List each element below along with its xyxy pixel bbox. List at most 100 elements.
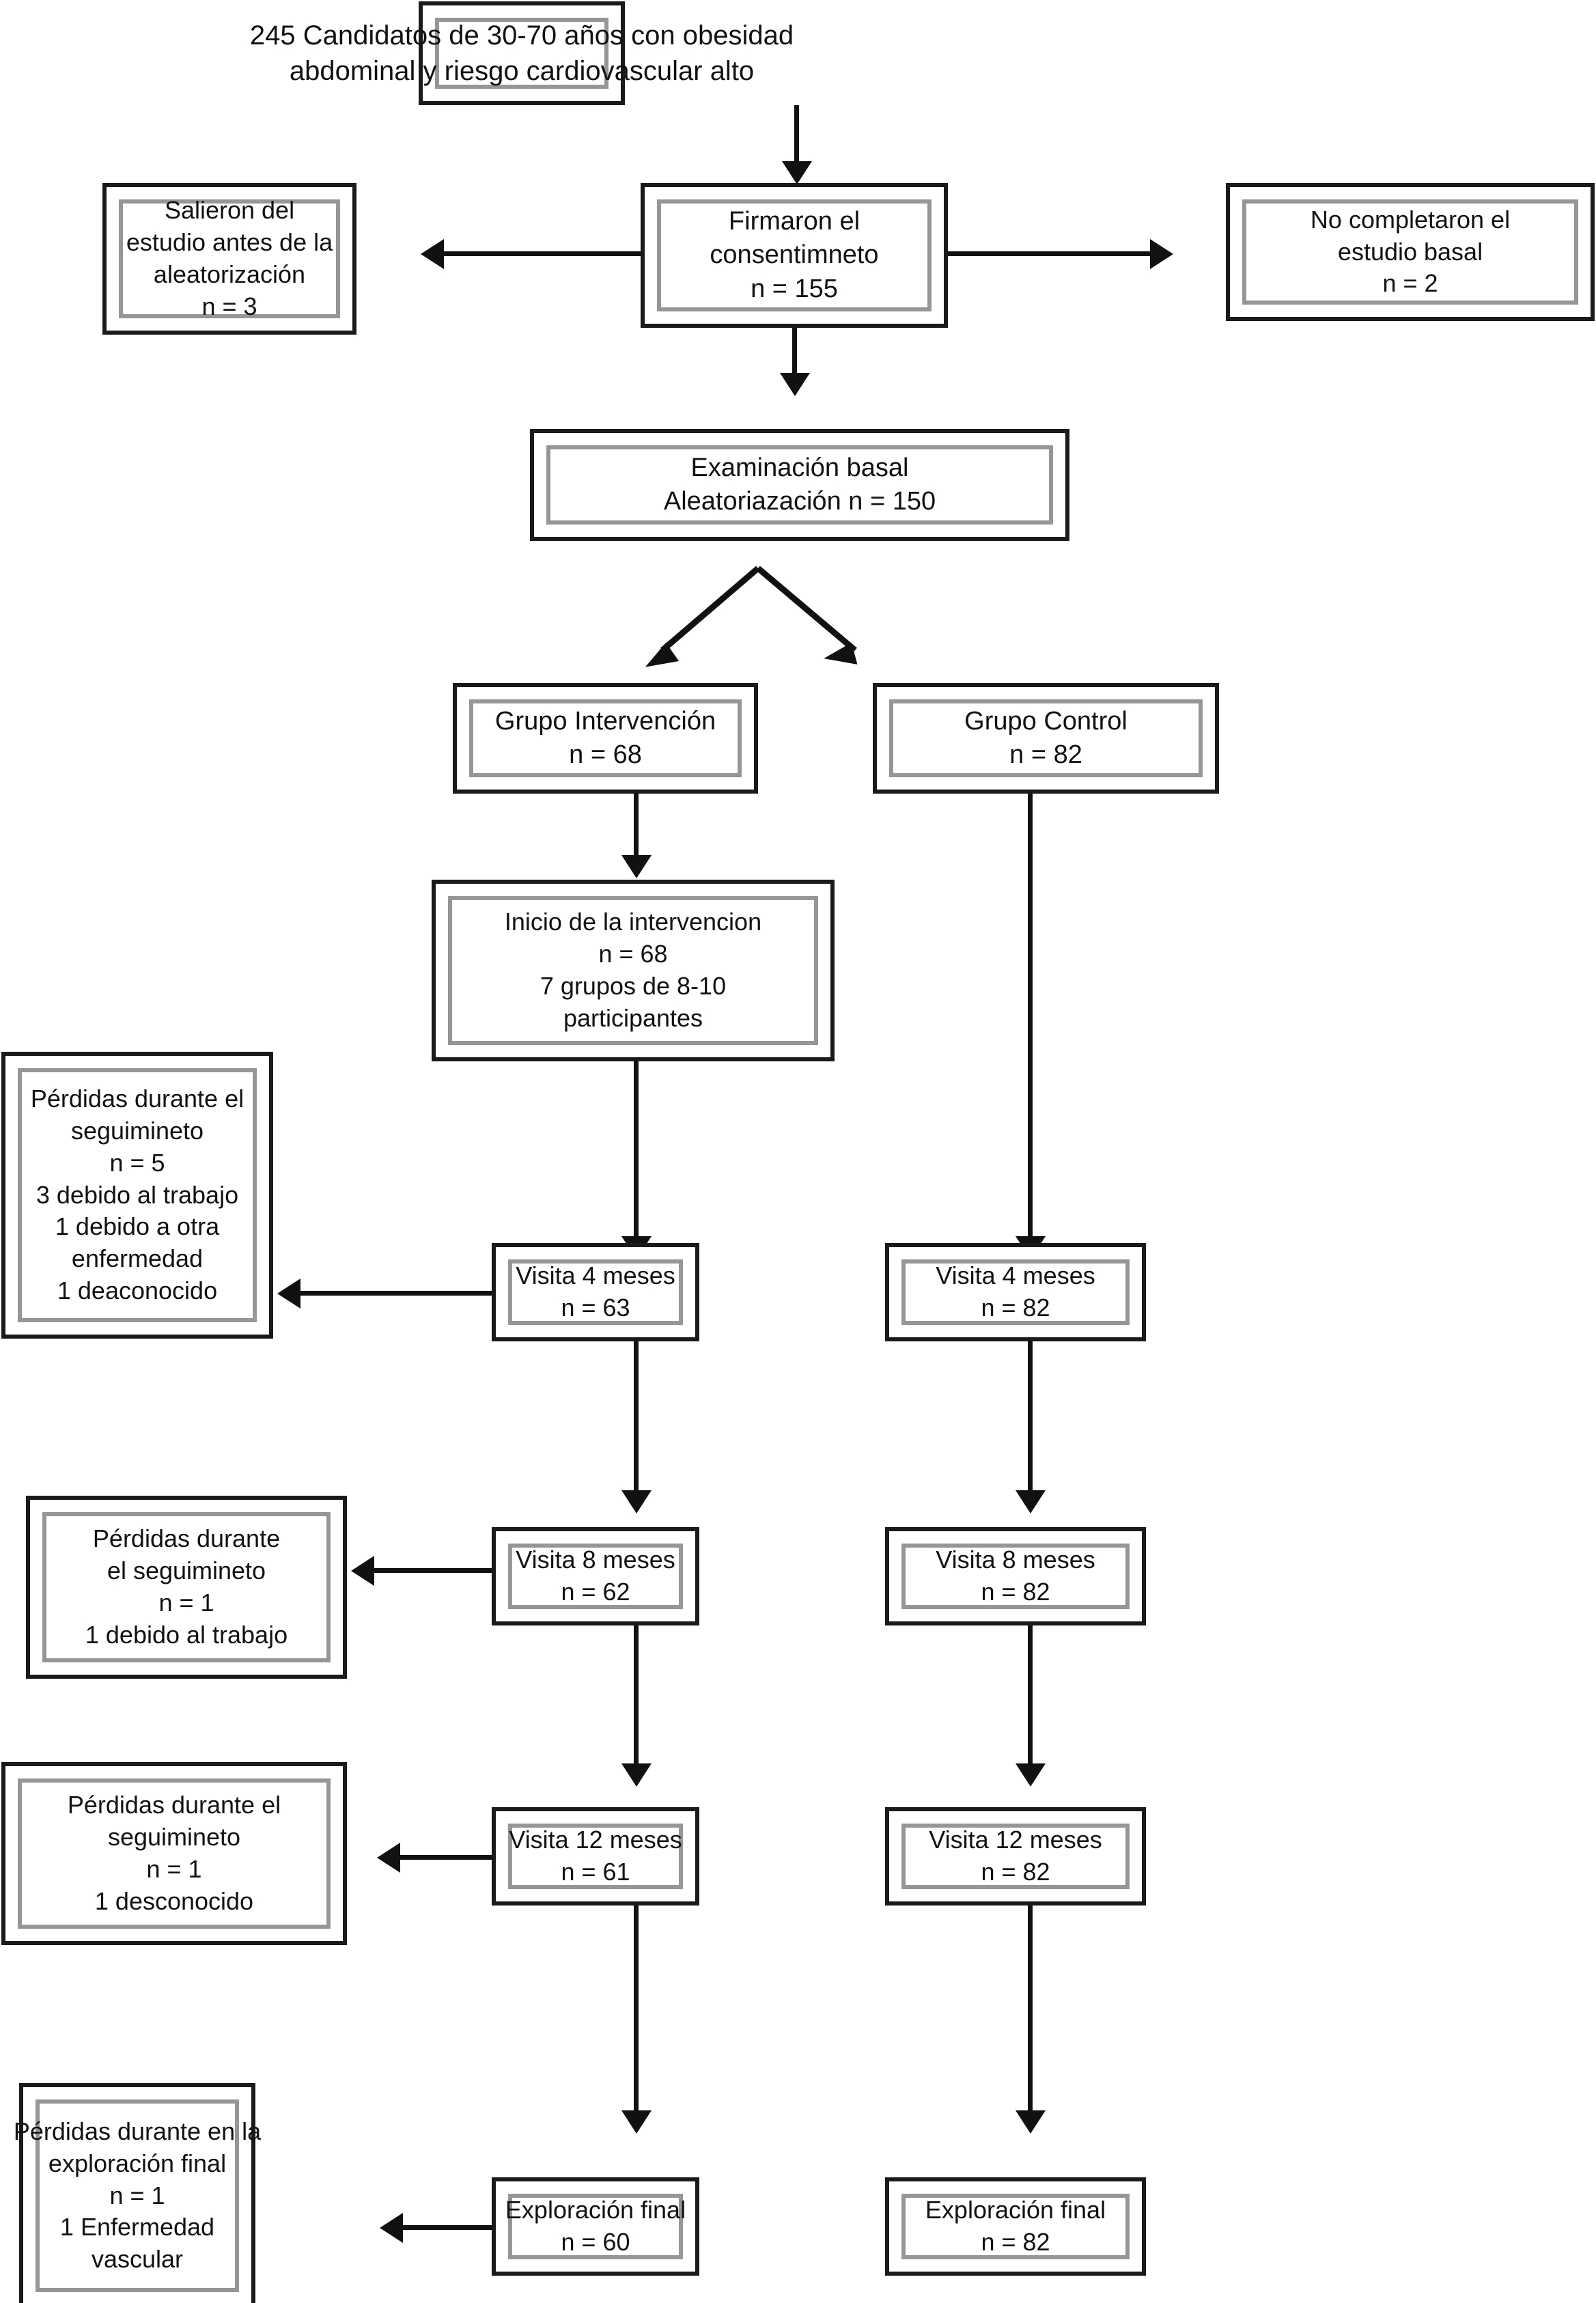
node-visit-8m-intervention: Visita 8 meses n = 62	[492, 1527, 699, 1625]
node-loss-followup-4m-line-0: Pérdidas durante el	[30, 1085, 244, 1113]
node-intervention-start-line-0: Inicio de la intervencion	[504, 908, 762, 936]
node-final-exam-intervention-inner: Exploración final n = 60	[505, 2194, 686, 2259]
node-loss-followup-12m-line-1: seguimineto	[107, 1823, 241, 1852]
arrowhead-visit8-to-loss8m	[351, 1556, 374, 1586]
node-final-exam-control-line-0: Exploración final	[925, 2196, 1106, 2224]
connector-baseline-split	[645, 566, 858, 667]
node-final-exam-intervention: Exploración final n = 60	[492, 2177, 699, 2276]
node-right-no-baseline-line-2: n = 2	[1382, 269, 1438, 298]
node-screened-line-0: 245 Candidatos de 30-70 años con obesida…	[249, 20, 794, 51]
node-loss-followup-4m-line-1: seguimineto	[70, 1117, 204, 1145]
node-right-no-baseline: No completaron el estudio basal n = 2	[1226, 183, 1595, 321]
node-visit-12m-intervention-inner: Visita 12 meses n = 61	[508, 1824, 683, 1889]
node-visit-12m-intervention-line-0: Visita 12 meses	[509, 1826, 682, 1854]
node-right-no-baseline-line-1: estudio basal	[1337, 237, 1483, 266]
node-baseline-exam-inner: Examinación basal Aleatoriazación n = 15…	[546, 445, 1053, 525]
node-loss-final-exam-line-1: exploración final	[48, 2149, 227, 2177]
node-loss-followup-4m-line-5: enfermedad	[71, 1244, 204, 1273]
node-intervention-start-inner: Inicio de la intervencion n = 68 7 grupo…	[448, 896, 818, 1045]
node-consent-line-1: consentimneto	[710, 240, 879, 270]
node-baseline-exam: Examinación basal Aleatoriazación n = 15…	[530, 429, 1069, 541]
connector-visit4-to-loss4m	[300, 1291, 492, 1296]
node-right-no-baseline-inner: No completaron el estudio basal n = 2	[1242, 199, 1578, 305]
node-consent-line-2: n = 155	[751, 274, 838, 303]
node-intervention-start: Inicio de la intervencion n = 68 7 grupo…	[432, 880, 835, 1061]
node-loss-followup-4m-inner: Pérdidas durante el seguimineto n = 5 3 …	[18, 1068, 257, 1322]
node-loss-final-exam-inner: Pérdidas durante en la exploración final…	[14, 2099, 261, 2292]
arrowhead-visit4-to-visit8-intervention	[621, 1490, 652, 1513]
connector-visit8-to-visit12-control	[1028, 1625, 1033, 1770]
node-loss-final-exam-line-0: Pérdidas durante en la	[13, 2117, 262, 2145]
node-loss-followup-8m-line-1: el seguimineto	[107, 1557, 266, 1585]
arrowhead-intervention-to-start	[621, 855, 652, 878]
node-baseline-exam-line-0: Examinación basal	[690, 453, 909, 482]
node-visit-8m-intervention-inner: Visita 8 meses n = 62	[508, 1544, 683, 1609]
node-loss-followup-12m-line-3: 1 desconocido	[94, 1886, 254, 1915]
connector-visit8-to-visit12-intervention	[634, 1625, 639, 1770]
node-final-exam-intervention-line-1: n = 60	[561, 2228, 630, 2256]
node-group-intervention-line-1: n = 68	[569, 740, 642, 769]
node-group-intervention: Grupo Intervención n = 68	[453, 683, 758, 794]
node-left-pre-randomization-inner: Salieron del estudio antes de la aleator…	[119, 196, 340, 320]
arrowhead-visit12-to-final-intervention	[621, 2110, 652, 2134]
node-loss-final-exam-line-4: vascular	[91, 2245, 184, 2274]
node-group-control-line-0: Grupo Control	[964, 706, 1128, 736]
connector-consent-to-baseline	[792, 328, 797, 378]
node-left-pre-randomization: Salieron del estudio antes de la aleator…	[102, 183, 356, 335]
node-group-control-line-1: n = 82	[1009, 740, 1082, 769]
node-visit-8m-control-line-1: n = 82	[981, 1578, 1050, 1606]
node-right-no-baseline-line-0: No completaron el	[1310, 205, 1511, 234]
node-final-exam-intervention-line-0: Exploración final	[505, 2196, 686, 2224]
node-left-pre-randomization-line-3: n = 3	[201, 292, 257, 320]
node-visit-4m-intervention-line-1: n = 63	[561, 1294, 630, 1322]
node-baseline-exam-line-1: Aleatoriazación n = 150	[663, 487, 936, 516]
node-visit-12m-control-inner: Visita 12 meses n = 82	[901, 1824, 1130, 1889]
node-visit-4m-control-line-0: Visita 4 meses	[936, 1261, 1095, 1290]
arrowhead-final-to-lossfinal	[380, 2213, 403, 2243]
arrowhead-visit4-to-loss4m	[277, 1279, 300, 1309]
node-loss-followup-4m-line-6: 1 deaconocido	[57, 1276, 218, 1304]
node-screened: 245 Candidatos de 30-70 años con obesida…	[250, 1, 794, 105]
connector-visit4-to-visit8-control	[1028, 1341, 1033, 1497]
node-screened-line-1: abdominal y riesgo cardiovascular alto	[289, 56, 755, 86]
node-visit-4m-control: Visita 4 meses n = 82	[885, 1243, 1146, 1341]
node-group-intervention-line-0: Grupo Intervención	[494, 706, 716, 736]
connector-consent-to-right	[948, 251, 1150, 256]
node-group-control-inner: Grupo Control n = 82	[889, 699, 1203, 777]
node-consent: Firmaron el consentimneto n = 155	[641, 183, 948, 328]
node-loss-followup-8m-line-3: 1 debido al trabajo	[85, 1620, 288, 1649]
node-visit-4m-control-inner: Visita 4 meses n = 82	[901, 1259, 1130, 1325]
connector-control-to-visit4	[1028, 794, 1033, 1258]
node-group-control: Grupo Control n = 82	[873, 683, 1219, 794]
node-loss-followup-4m-line-4: 1 debido a otra	[55, 1212, 220, 1241]
connector-consent-to-left	[444, 251, 642, 256]
node-loss-final-exam: Pérdidas durante en la exploración final…	[14, 2083, 261, 2303]
connector-final-to-lossfinal	[403, 2225, 492, 2230]
node-visit-12m-control: Visita 12 meses n = 82	[885, 1807, 1146, 1906]
node-loss-followup-4m: Pérdidas durante el seguimineto n = 5 3 …	[1, 1052, 273, 1339]
node-intervention-start-line-1: n = 68	[598, 940, 668, 968]
connector-visit8-to-loss8m	[374, 1568, 492, 1573]
node-visit-4m-intervention: Visita 4 meses n = 63	[492, 1243, 699, 1341]
connector-visit12-to-final-control	[1028, 1906, 1033, 2117]
node-visit-12m-intervention: Visita 12 meses n = 61	[492, 1807, 699, 1906]
node-visit-8m-intervention-line-0: Visita 8 meses	[516, 1546, 675, 1574]
node-visit-12m-control-line-0: Visita 12 meses	[929, 1826, 1102, 1854]
connector-screened-to-consent	[794, 105, 799, 168]
connector-visit12-to-loss12m	[400, 1855, 492, 1860]
node-loss-followup-8m-line-0: Pérdidas durante	[92, 1524, 281, 1553]
node-loss-followup-8m: Pérdidas durante el seguimineto n = 1 1 …	[26, 1496, 347, 1679]
node-visit-12m-control-line-1: n = 82	[981, 1858, 1050, 1886]
arrowhead-visit4-to-visit8-control	[1016, 1490, 1046, 1513]
node-visit-12m-intervention-line-1: n = 61	[561, 1858, 630, 1886]
arrowhead-visit12-to-loss12m	[377, 1843, 400, 1873]
arrowhead-visit8-to-visit12-control	[1016, 1763, 1046, 1787]
node-visit-8m-control-line-0: Visita 8 meses	[936, 1546, 1095, 1574]
node-loss-followup-8m-inner: Pérdidas durante el seguimineto n = 1 1 …	[42, 1512, 331, 1662]
connector-intervention-to-start	[634, 794, 639, 862]
node-loss-followup-12m: Pérdidas durante el seguimineto n = 1 1 …	[1, 1762, 347, 1945]
node-consent-inner: Firmaron el consentimneto n = 155	[657, 199, 932, 311]
arrowhead-visit8-to-visit12-intervention	[621, 1763, 652, 1787]
node-visit-4m-intervention-inner: Visita 4 meses n = 63	[508, 1259, 683, 1325]
